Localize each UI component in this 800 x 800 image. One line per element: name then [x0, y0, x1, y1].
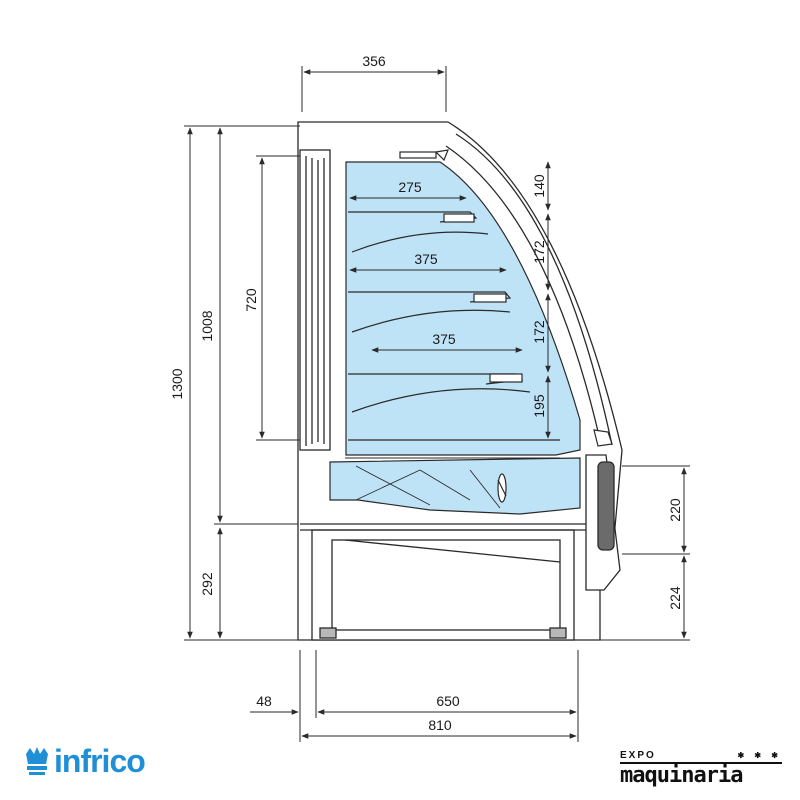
maquinaria-logo-label: maquinaria: [620, 763, 743, 788]
expo-maquinaria-logo: EXPO ✱ ✱ ✱ maquinaria: [620, 750, 782, 788]
shelf-2-curve: [351, 309, 511, 333]
dim-gap-shelf-3: 195: [531, 394, 547, 418]
canopy-light: [399, 149, 449, 162]
star-icon: ✱ ✱ ✱: [737, 751, 782, 760]
infrico-logo-text: infrico: [54, 743, 146, 779]
shelf-1-curve: [351, 231, 489, 253]
infrico-logo: infrico: [22, 743, 146, 779]
dim-shelf-mid-depth: 375: [414, 251, 438, 267]
dim-display-height: 1008: [199, 310, 215, 341]
crown-icon: [26, 747, 48, 775]
dim-top-width: 356: [362, 53, 386, 69]
dim-base-width: 650: [436, 693, 460, 709]
dim-gap-shelf-2: 172: [531, 320, 547, 344]
dim-total-width: 810: [428, 717, 452, 733]
expo-logo-top: EXPO ✱ ✱ ✱: [620, 750, 782, 764]
shelf-3-curve: [351, 388, 531, 413]
dim-shelf-low-depth: 375: [432, 331, 456, 347]
evaporator-tray: [329, 457, 581, 515]
evaporator-lines: [345, 457, 560, 509]
dim-total-height: 1300: [169, 368, 185, 399]
dim-front-lower: 224: [667, 586, 683, 610]
fan-icon: [497, 473, 507, 503]
dim-gap-shelf-1: 172: [531, 240, 547, 264]
front-rail: [593, 429, 613, 447]
dim-gap-top: 140: [531, 174, 547, 198]
dimension-labels: 356 1300 1008 292 720 275 375 375 140 17…: [169, 53, 683, 733]
dim-shelf-zone: 720: [243, 288, 259, 312]
dim-shelf-top-depth: 275: [398, 179, 422, 195]
dimension-lines: [184, 66, 690, 742]
dim-left-offset: 48: [256, 693, 272, 709]
expo-logo-label: EXPO: [620, 750, 656, 761]
shelves: [348, 211, 560, 441]
dim-front-upper: 220: [667, 498, 683, 522]
dim-base-height: 292: [199, 572, 215, 596]
